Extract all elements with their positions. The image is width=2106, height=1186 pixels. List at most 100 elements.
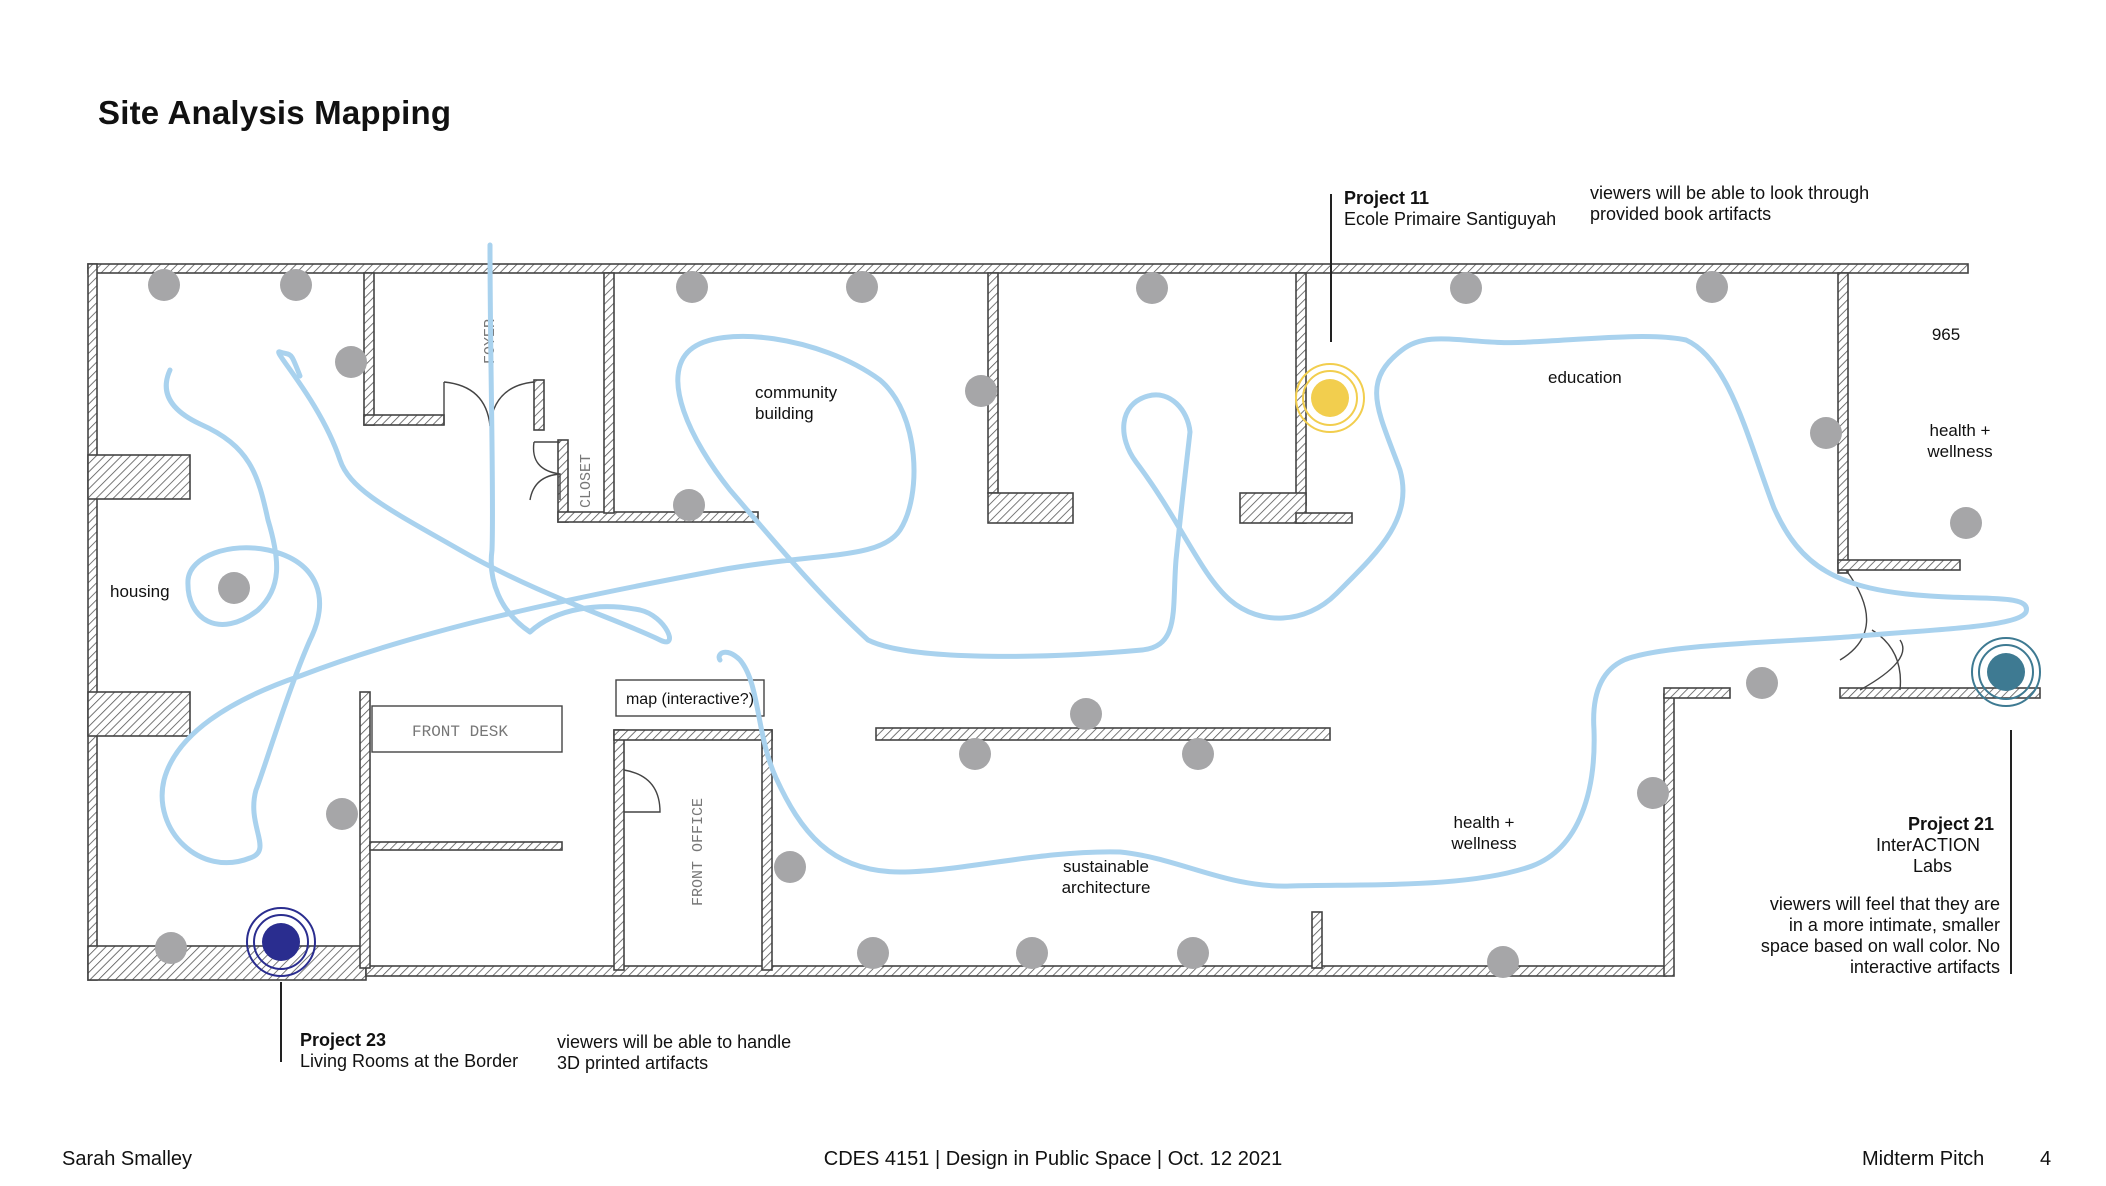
partition-5 xyxy=(1837,272,1849,574)
map-box xyxy=(615,679,765,717)
project-21-note-4: interactive artifacts xyxy=(1849,957,2000,977)
fixture xyxy=(280,269,312,301)
fixture xyxy=(1487,946,1519,978)
fixture xyxy=(1136,272,1168,304)
partition-4-foot xyxy=(1295,512,1353,524)
project-23-annotation: Project 23 Living Rooms at the Border xyxy=(300,1030,518,1072)
fixture xyxy=(1810,417,1842,449)
wall-right-entry xyxy=(1839,687,2041,699)
project-21-name-2: Labs xyxy=(1912,856,1952,876)
footer-subtitle: Midterm Pitch xyxy=(1862,1148,1985,1170)
zone-community-2: building xyxy=(755,404,814,423)
front-desk-label: FRONT DESK xyxy=(412,723,508,741)
zone-health-top-2: wellness xyxy=(1926,442,1992,461)
fixture xyxy=(846,271,878,303)
fixture xyxy=(218,572,250,604)
partition-5-foot xyxy=(1837,559,1961,571)
foyer-door-right xyxy=(489,381,535,427)
fixture xyxy=(857,937,889,969)
center-wall xyxy=(875,727,1331,741)
circulation-path xyxy=(159,242,2029,889)
project-21-note-2: in a more intimate, smaller xyxy=(1788,915,2000,935)
closet-door xyxy=(529,441,561,501)
fixtures xyxy=(148,269,1982,978)
foyer-door-left xyxy=(443,381,491,427)
path-branch xyxy=(276,242,672,645)
partition-foyer-bottom xyxy=(363,414,445,426)
room-number: 965 xyxy=(1932,325,1960,344)
zone-housing: housing xyxy=(110,582,170,601)
walls xyxy=(87,263,2041,981)
project-23-note: viewers will be able to handle 3D printe… xyxy=(557,1032,791,1074)
page-number: 4 xyxy=(2040,1148,2052,1170)
footer-course: CDES 4151 | Design in Public Space | Oct… xyxy=(823,1148,1283,1170)
fixture xyxy=(1450,272,1482,304)
project-21-note-3: space based on wall color. No xyxy=(1760,936,2000,956)
partition-3-base xyxy=(987,492,1074,524)
fixture xyxy=(959,738,991,770)
fixture xyxy=(326,798,358,830)
project-11-annotation: Project 11 Ecole Primaire Santiguyah xyxy=(1344,188,1556,230)
project-23-note-1: viewers will be able to handle xyxy=(557,1032,792,1052)
project-21-note-1: viewers will feel that they are xyxy=(1769,894,2000,914)
project-21-title: Project 21 xyxy=(1907,814,1994,834)
project-11-name: Ecole Primaire Santiguyah xyxy=(1344,209,1557,229)
project-23-marker xyxy=(246,907,316,1062)
project-11-note-2: provided book artifacts xyxy=(1590,204,1772,224)
foyer-right-stub xyxy=(533,379,545,431)
zone-health-bottom-2: wellness xyxy=(1450,834,1516,853)
partition-4-base xyxy=(1239,492,1307,524)
fixture xyxy=(148,269,180,301)
wall-top xyxy=(87,263,1969,274)
fixture xyxy=(965,375,997,407)
project-11-title: Project 11 xyxy=(1344,188,1430,208)
partition-2 xyxy=(603,272,615,514)
wall-right-ledge xyxy=(1663,687,1731,699)
zone-community-1: community xyxy=(755,383,838,402)
fixture xyxy=(676,271,708,303)
project-21-marker xyxy=(1971,637,2041,974)
footer-author: Sarah Smalley xyxy=(62,1148,193,1170)
office-left xyxy=(613,729,625,971)
fixture xyxy=(155,932,187,964)
office-door xyxy=(623,769,661,813)
front-office-label: FRONT OFFICE xyxy=(690,798,707,906)
project-11-note-1: viewers will be able to look through xyxy=(1590,183,1870,203)
fixture xyxy=(1950,507,1982,539)
zone-sustainable-1: sustainable xyxy=(1063,857,1149,876)
wall-bottom xyxy=(365,965,1667,977)
pier-1 xyxy=(87,454,191,500)
pier-2 xyxy=(87,691,191,737)
partition-foyer-left xyxy=(363,272,375,426)
map-label: map (interactive?) xyxy=(626,691,754,708)
fixture xyxy=(1746,667,1778,699)
project-23-note-2: 3D printed artifacts xyxy=(557,1053,709,1073)
fixture xyxy=(335,346,367,378)
page-title: Site Analysis Mapping xyxy=(98,94,452,131)
fixture xyxy=(1182,738,1214,770)
fixture xyxy=(1637,777,1669,809)
wall-right-lower xyxy=(1663,693,1675,977)
project-11-marker xyxy=(1295,194,1365,433)
front-desk xyxy=(371,705,563,753)
project-21-name-1: InterACTION xyxy=(1875,835,1980,855)
project-21-note: viewers will feel that they are in a mor… xyxy=(1761,894,2000,978)
fixture xyxy=(1016,937,1048,969)
wall-bottom-left xyxy=(87,945,367,981)
bottom-stub xyxy=(1311,911,1323,969)
project-23-title: Project 23 xyxy=(300,1030,387,1050)
project-23-name: Living Rooms at the Border xyxy=(300,1051,519,1071)
closet-label: CLOSET xyxy=(578,454,595,508)
front-desk-shelf xyxy=(369,841,563,851)
office-top xyxy=(613,729,773,741)
fixture xyxy=(673,489,705,521)
zone-health-top-1: health + xyxy=(1930,421,1991,440)
fixture xyxy=(774,851,806,883)
project-11-note: viewers will be able to look through pro… xyxy=(1590,183,1869,225)
zone-education: education xyxy=(1548,368,1622,387)
office-right xyxy=(761,729,773,971)
fixture xyxy=(1696,271,1728,303)
closet-bottom xyxy=(557,511,759,523)
zone-sustainable-2: architecture xyxy=(1062,878,1151,897)
